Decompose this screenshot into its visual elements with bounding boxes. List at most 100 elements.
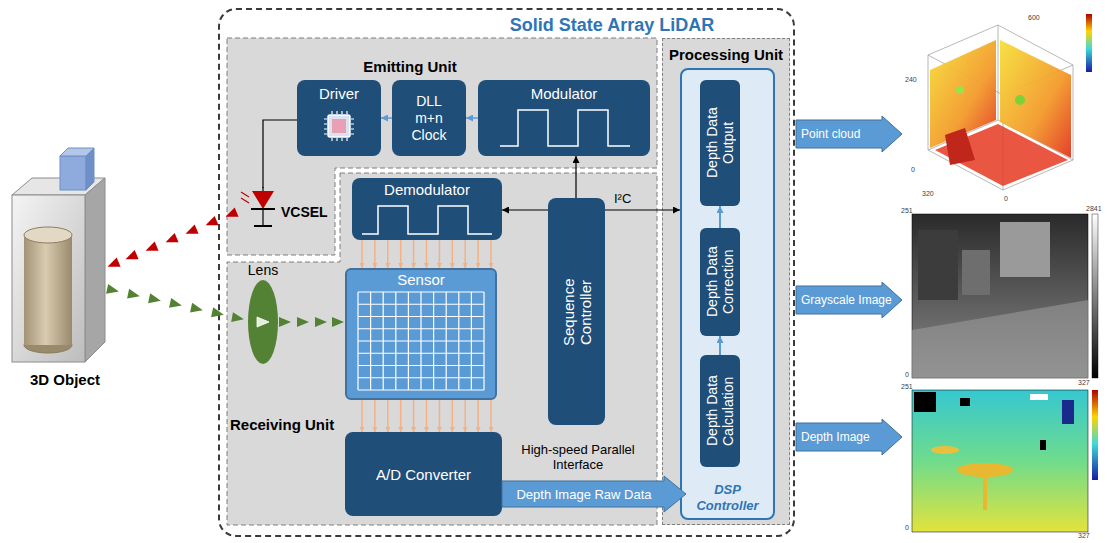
- connector: [575, 156, 576, 198]
- light-arrowhead: [164, 233, 179, 247]
- photo-detail: [962, 250, 990, 295]
- panel-shape: [227, 173, 657, 525]
- unit-panel: Receiving Unit DemodulatorSensor Lens Seque…: [227, 173, 657, 525]
- node-label: DSP Controller: [690, 482, 765, 514]
- light-arrowhead: [211, 307, 225, 319]
- text-box: 0: [905, 524, 909, 531]
- node-label: Depth Data Output: [704, 91, 736, 195]
- process-box: Demodulator: [352, 178, 502, 240]
- light-arrowhead: [148, 293, 162, 305]
- node-label: Sequence Controller: [560, 260, 594, 364]
- block-arrow: Depth Image Raw Data: [502, 476, 686, 512]
- connector: [452, 400, 454, 432]
- text-box: Demodulator: [352, 181, 502, 198]
- text-box: 2841: [1086, 205, 1102, 212]
- text-box: 251: [901, 207, 913, 214]
- block-arrow: Depth Image: [796, 419, 902, 455]
- object-caption: 3D Object: [15, 371, 115, 388]
- cube-front: [12, 195, 85, 362]
- connector: [490, 400, 492, 432]
- bus-label: I²C: [614, 191, 631, 206]
- point-cloud-object: [945, 128, 975, 165]
- light-arrowhead: [279, 317, 291, 327]
- light-arrowhead: [144, 241, 159, 255]
- emission-mark: [241, 192, 249, 203]
- text-box: Sensor: [347, 271, 495, 288]
- photo-detail: [957, 463, 1013, 477]
- node-label: Sensor: [347, 271, 495, 288]
- connector: [387, 240, 389, 268]
- sensor-array: Sensor: [345, 268, 497, 400]
- lens: Lens: [243, 262, 283, 366]
- text-box: 0: [905, 371, 909, 378]
- process-box: Modulator: [478, 80, 650, 156]
- light-arrowhead: [184, 224, 199, 238]
- cube-top: [12, 178, 105, 195]
- cylinder-body: [24, 235, 72, 345]
- node-label: Depth Data Calculation: [704, 360, 736, 462]
- square-wave: [500, 110, 630, 146]
- block-arrow: Grayscale Image: [796, 282, 902, 318]
- pixel-grid: [358, 292, 484, 390]
- process-box: A/D Converter: [345, 432, 502, 516]
- connector: [400, 400, 402, 432]
- connector: [466, 117, 478, 119]
- connector: [490, 240, 492, 268]
- connector: [439, 400, 441, 432]
- text-box: Driver: [297, 85, 381, 102]
- interface-note: High-speed Parallel Interface: [512, 442, 644, 472]
- axis-tick: 2841: [1086, 205, 1102, 212]
- diode-bar: [251, 208, 275, 210]
- light-arrowhead: [231, 312, 245, 324]
- connector: [719, 336, 721, 355]
- axis-tick: 251: [901, 207, 913, 214]
- text-box: Point cloud: [801, 127, 895, 141]
- text-box: VCSEL: [281, 204, 335, 220]
- panel-heading: Processing Unit: [663, 46, 789, 63]
- panel-heading: Emitting Unit: [325, 58, 495, 75]
- light-arrowhead: [204, 216, 219, 230]
- block-arrow: Point cloud: [796, 116, 902, 152]
- light-arrowhead: [169, 298, 183, 310]
- text-box: A/D Converter: [345, 466, 502, 483]
- process-box: Depth Data Calculation: [700, 355, 740, 467]
- photo-detail: [912, 300, 1088, 378]
- laser-diode: VCSEL: [241, 188, 335, 240]
- node-label: Grayscale Image: [801, 293, 895, 307]
- block-arrow-shape: [796, 116, 902, 152]
- light-arrowhead: [106, 257, 121, 271]
- process-box: DLL m+n Clock: [392, 80, 466, 156]
- text-box: DSP Controller: [690, 482, 765, 514]
- grayscale-photo: [912, 214, 1088, 378]
- text-box: 0: [1004, 195, 1008, 202]
- text-box: 320: [922, 190, 934, 197]
- cube-side: [85, 178, 105, 362]
- block-arrow-shape: [796, 419, 902, 455]
- node-label: Point cloud: [801, 127, 895, 141]
- controller-box: DSP Controller Depth Data Calculation Dept…: [680, 68, 775, 520]
- axis-tick: 0: [905, 524, 909, 531]
- colorbar: [1092, 214, 1098, 378]
- node-label: DLL m+n Clock: [405, 93, 453, 144]
- photo-detail: [983, 470, 987, 510]
- panel-heading: Receiving Unit: [230, 416, 342, 433]
- node-label: Driver: [297, 85, 381, 102]
- connector: [263, 120, 297, 188]
- text-box: Lens: [243, 262, 283, 278]
- block-arrow-shape: [796, 282, 902, 318]
- node-label: Depth Image: [801, 430, 895, 444]
- text-box: 3D Object: [15, 371, 115, 388]
- diode-lead: [262, 187, 263, 192]
- light-arrowhead: [127, 289, 141, 301]
- lens-shape: [248, 280, 278, 364]
- reflected-light: [106, 284, 344, 327]
- axis-tick: 240: [905, 76, 917, 83]
- chip-icon: [328, 115, 350, 137]
- process-box: Depth Data Output: [700, 80, 740, 206]
- text-box: High-speed Parallel Interface: [512, 442, 644, 472]
- connector: [439, 240, 441, 268]
- connector: [477, 400, 479, 432]
- axis-tick: 320: [922, 190, 934, 197]
- text-box: I²C: [614, 191, 631, 206]
